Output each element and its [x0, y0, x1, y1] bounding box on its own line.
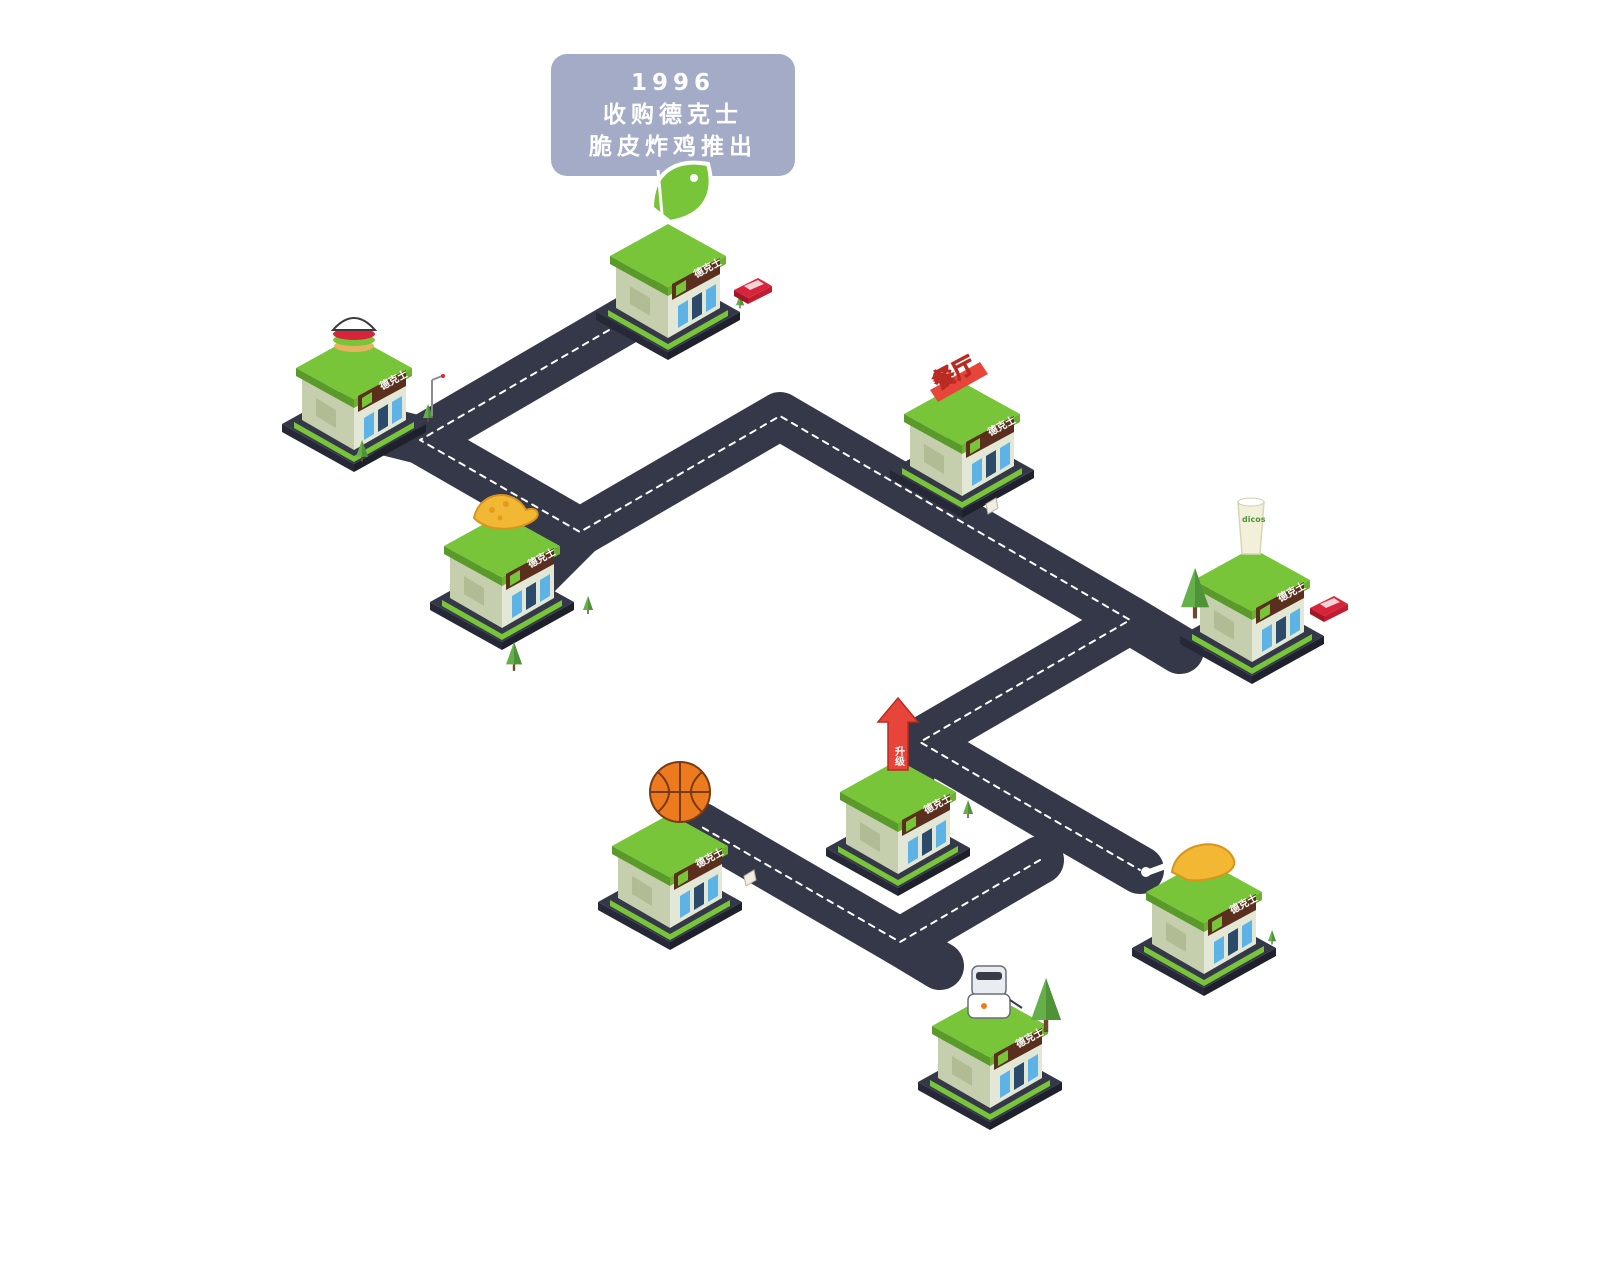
robot-icon: [967, 965, 1023, 1019]
store-fried-chicken[interactable]: 德克士: [1132, 843, 1276, 996]
store-burger[interactable]: 德克士: [282, 317, 426, 472]
milestone-year: 1996: [630, 70, 715, 96]
leaf-logo-icon: [649, 160, 713, 225]
street-lamp-icon: [431, 374, 445, 416]
small-signboards: [743, 497, 999, 887]
restaurant-sign-icon: 餐厅: [929, 352, 988, 402]
store-upgrade-arrow[interactable]: 德克士 升级: [826, 696, 970, 896]
store-robot[interactable]: 德克士: [918, 965, 1062, 1130]
burger-icon: [330, 317, 378, 352]
milestone-tooltip: 1996 收购德克士 脆皮炸鸡推出: [551, 54, 795, 176]
store-chicken-wing[interactable]: 德克士: [430, 494, 574, 650]
milestone-line-2: 脆皮炸鸡推出: [589, 134, 757, 160]
upgrade-text: 升级: [893, 745, 906, 767]
cup-brand: dicos: [1242, 515, 1266, 524]
basketball-icon: [649, 761, 711, 823]
store-leaf-logo[interactable]: 德克士: [596, 160, 740, 360]
store-restaurant-sign[interactable]: 德克士 餐厅: [890, 352, 1034, 518]
chicken-wing-icon: [472, 494, 539, 530]
milestone-line-1: 收购德克士: [603, 102, 743, 128]
upgrade-arrow-icon: 升级: [876, 696, 920, 771]
fried-chicken-icon: [1141, 843, 1236, 882]
drink-cup-icon: dicos: [1237, 497, 1266, 555]
store-basketball[interactable]: 德克士: [598, 761, 742, 950]
store-drink-cup[interactable]: 德克士 dicos: [1180, 497, 1324, 684]
